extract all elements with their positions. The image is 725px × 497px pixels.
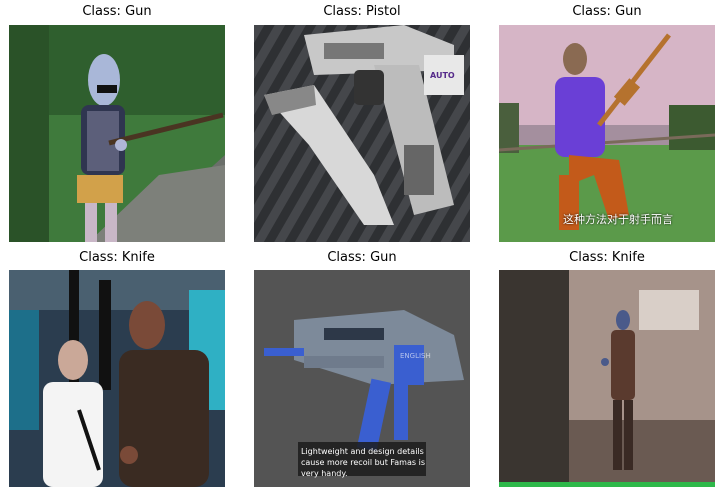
- image-panel-3: Class: Gun 这种方法对于射手而言: [499, 4, 715, 242]
- image-panel-2: Class: Pistol AUTO: [254, 4, 470, 242]
- subtitle-overlay: 这种方法对于射手而言: [563, 213, 673, 226]
- panel-title: Class: Gun: [82, 4, 152, 19]
- image-panel-4: Class: Knife: [9, 250, 225, 490]
- photo-pistol-and-knife: AUTO: [254, 25, 470, 242]
- photo-woman-shotgun: [9, 25, 225, 242]
- panel-title: Class: Pistol: [323, 4, 401, 19]
- subtitle-overlay: Lightweight and design details cause mor…: [301, 447, 425, 478]
- photo-two-men-knife: [9, 270, 225, 487]
- panel-title: Class: Gun: [572, 4, 642, 19]
- image-panel-1: Class: Gun: [9, 4, 225, 242]
- watermark-text: ENGLISH: [400, 352, 431, 360]
- photo-man-kneeling-rifle: 这种方法对于射手而言: [499, 25, 715, 242]
- panel-title: Class: Knife: [569, 250, 645, 265]
- panel-title: Class: Knife: [79, 250, 155, 265]
- image-panel-6: Class: Knife: [499, 250, 715, 490]
- panel-title: Class: Gun: [327, 250, 397, 265]
- photo-man-holding-knife-room: [499, 270, 715, 487]
- image-panel-5: Class: Gun ENGLISH Lightweight and desig…: [254, 250, 470, 490]
- overlay-logo-text: AUTO: [430, 71, 455, 80]
- photo-famas-rifle-render: ENGLISH Lightweight and design details c…: [254, 270, 470, 487]
